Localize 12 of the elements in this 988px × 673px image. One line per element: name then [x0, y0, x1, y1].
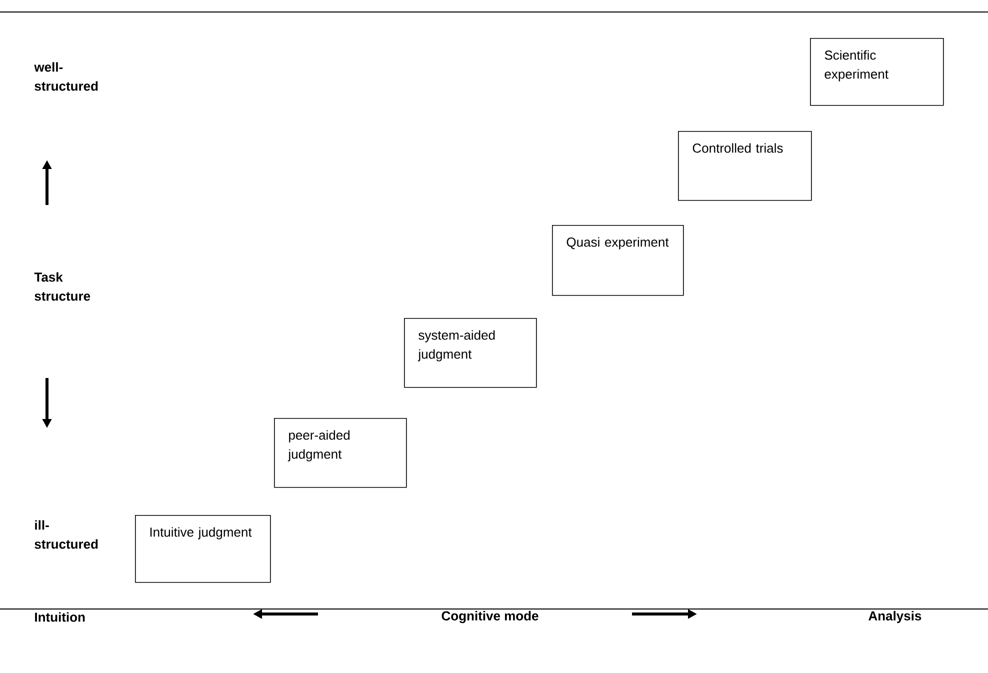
axis-label: Task structure — [34, 272, 90, 301]
process-box: peer-aided judgment — [274, 418, 407, 488]
axis-label: Intuition — [35, 612, 85, 622]
process-box: Controlled trials — [678, 131, 812, 201]
process-box: Intuitive judgment — [135, 515, 271, 583]
axis-label: well-structured — [34, 62, 98, 91]
process-box: Scientific experiment — [810, 38, 944, 106]
axis-label: ill-structured — [34, 520, 98, 549]
axis-label: Cognitive mode — [442, 610, 538, 624]
process-box: Quasi experiment — [552, 225, 684, 296]
process-box: system-aided judgment — [404, 318, 537, 388]
axis-label: Analysis — [868, 610, 922, 624]
